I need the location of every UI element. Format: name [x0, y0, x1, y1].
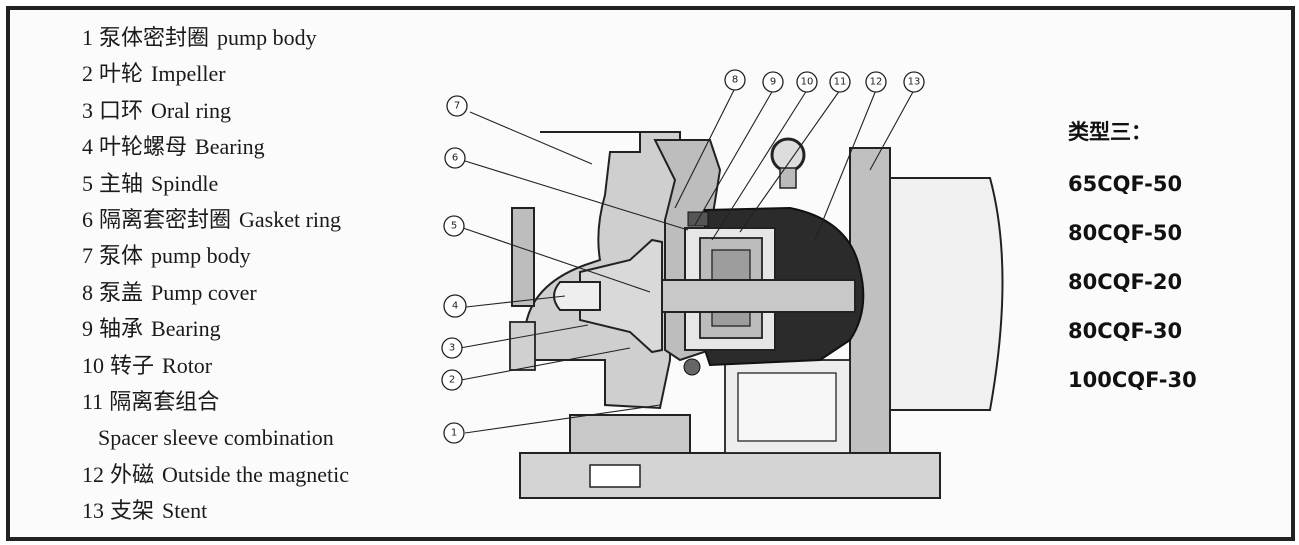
model-item: 80CQF-20: [1068, 270, 1183, 294]
lifting-eye: [770, 137, 806, 173]
model-item: 65CQF-50: [1068, 172, 1183, 196]
model-item: 100CQF-30: [1068, 368, 1197, 392]
svg-text:5: 5: [451, 221, 457, 232]
model-item: 80CQF-50: [1068, 221, 1183, 245]
callout-12: 12: [865, 71, 887, 93]
callout-6: 6: [444, 147, 466, 169]
svg-text:1: 1: [451, 428, 457, 439]
callout-13: 13: [903, 71, 925, 93]
callout-1: 1: [443, 422, 465, 444]
callout-10: 10: [796, 71, 818, 93]
callout-9: 9: [762, 71, 784, 93]
callout-3: 3: [441, 337, 463, 359]
svg-text:3: 3: [449, 343, 455, 354]
callout-8: 8: [724, 69, 746, 91]
svg-text:7: 7: [454, 101, 460, 112]
svg-text:10: 10: [801, 77, 814, 88]
svg-text:11: 11: [834, 77, 847, 88]
callout-4: 4: [443, 294, 467, 318]
model-item: 80CQF-30: [1068, 319, 1183, 343]
callout-11: 11: [829, 71, 851, 93]
seal-ring: [683, 358, 701, 376]
svg-text:4: 4: [452, 301, 458, 312]
svg-text:8: 8: [732, 75, 738, 86]
inlet-flange: [511, 207, 535, 307]
pump-cross-section: 7 6 5 4 3 2 1 8 9 10 11 12 13: [441, 69, 1004, 499]
svg-text:13: 13: [908, 77, 921, 88]
callout-7: 7: [446, 95, 468, 117]
model-list-title: 类型三：: [1068, 120, 1152, 144]
callout-5: 5: [443, 215, 465, 237]
impeller: [579, 238, 663, 354]
callout-2: 2: [441, 369, 463, 391]
base-slot: [589, 464, 641, 488]
svg-text:6: 6: [452, 153, 458, 164]
svg-text:12: 12: [870, 77, 883, 88]
base-plate: [519, 452, 941, 499]
legend-item-11-en: Spacer sleeve combination: [98, 425, 334, 451]
pump-foot: [569, 414, 691, 454]
svg-text:9: 9: [770, 77, 776, 88]
model-list: 类型三： 65CQF-50 80CQF-50 80CQF-20 80CQF-30…: [1068, 112, 1197, 405]
svg-text:2: 2: [449, 375, 455, 386]
motor-body: [889, 177, 1004, 411]
impeller-nut: [553, 281, 601, 311]
